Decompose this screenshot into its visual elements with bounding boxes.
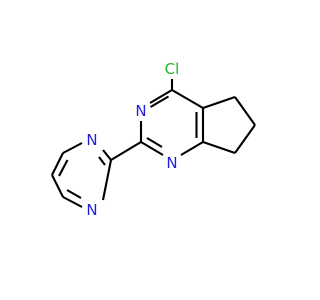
- atom-n-pyrimidine-top: N: [135, 102, 146, 120]
- bond-c4prime-c5prime-inner: [58, 159, 69, 177]
- bond-c6prime-n1prime-inner: [66, 189, 82, 199]
- bond-c4prime-c5prime: [51, 152, 64, 176]
- bond-c2-n1-inner: [146, 137, 163, 148]
- bond-c4a-c4: [171, 89, 204, 109]
- bond-c2prime-n3prime-inner: [98, 156, 106, 166]
- atom-n-pyrimidine-bottom: N: [166, 154, 177, 172]
- bonds: [51, 79, 256, 208]
- bond-c2-n1: [140, 141, 164, 156]
- bond-c5-c6: [234, 96, 256, 126]
- bond-c4a-c5: [202, 96, 236, 109]
- atom-cl: Cl: [165, 60, 180, 78]
- bond-n3prime-c4prime: [62, 142, 83, 154]
- bond-c2prime-n3prime: [102, 149, 112, 161]
- bond-c6prime-n1prime: [62, 196, 83, 208]
- atom-labels: Cl N N N N: [86, 60, 179, 219]
- bond-c2-c2prime: [110, 141, 142, 161]
- atom-n-pyrimidinyl-top: N: [86, 131, 97, 149]
- molecule-diagram: Cl N N N N: [51, 60, 256, 219]
- bond-n1prime-c2prime: [101, 159, 113, 201]
- bond-c5prime-c6prime: [51, 174, 64, 198]
- structure-drawing: Cl N N N N: [51, 60, 256, 219]
- atom-n-pyrimidinyl-bottom: N: [86, 201, 97, 219]
- bond-c4-n3: [149, 89, 173, 104]
- bond-n1-c7a: [180, 141, 204, 156]
- bond-c6-c7: [234, 124, 256, 154]
- bond-c7-c7a: [202, 141, 236, 154]
- bond-c4-n3-inner: [149, 95, 170, 108]
